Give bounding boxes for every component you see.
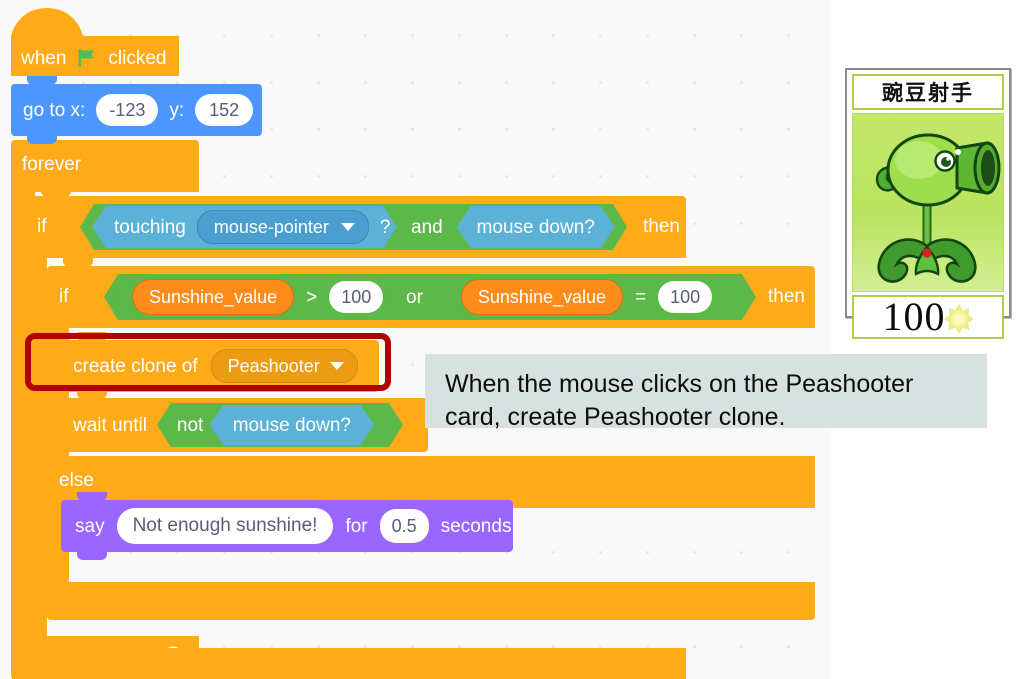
if-outer-notch [41, 188, 71, 197]
equals-block[interactable]: Sunshine_value = 100 [439, 276, 723, 318]
if-outer-label: if [37, 216, 47, 237]
if-inner-footer[interactable] [47, 582, 815, 620]
mouse-down-label: mouse down? [476, 216, 595, 238]
forever-label: forever [22, 154, 82, 175]
equals-symbol: = [635, 286, 647, 308]
sunshine-variable-right-label: Sunshine_value [477, 287, 607, 307]
goto-y-label: y: [169, 99, 185, 121]
create-clone-block[interactable]: create clone of Peashooter [61, 332, 379, 392]
greater-than-symbol: > [306, 286, 318, 308]
clicked-label: clicked [108, 47, 167, 69]
if-inner-notch [63, 258, 93, 267]
forever-header[interactable]: forever [11, 140, 199, 192]
go-to-xy-block[interactable]: go to x: -123 y: 152 [11, 76, 262, 144]
create-clone-notch-top [77, 332, 107, 341]
say-message-input[interactable]: Not enough sunshine! [116, 508, 334, 544]
wait-until-block[interactable]: wait until not mouse down? [61, 390, 428, 452]
say-block[interactable]: say Not enough sunshine! for 0.5 seconds [61, 492, 513, 560]
not-operator-block[interactable]: not mouse down? [157, 403, 403, 447]
say-label: say [75, 515, 105, 537]
when-label: when [21, 47, 67, 69]
peashooter-card[interactable]: 豌豆射手 [845, 68, 1011, 339]
and-label: and [411, 216, 443, 238]
or-label: or [406, 286, 423, 308]
greater-than-block[interactable]: Sunshine_value > 100 [112, 276, 390, 318]
touching-block[interactable]: touching mouse-pointer ? [92, 206, 397, 248]
goto-x-label: go to x: [23, 99, 86, 121]
if-inner-label: if [59, 286, 69, 307]
card-artwork [852, 113, 1004, 292]
say-notch-top [77, 492, 107, 501]
card-title-text: 豌豆射手 [882, 81, 974, 105]
hat-block-shape [11, 8, 179, 76]
say-notch-bottom [77, 551, 107, 560]
goto-y-input[interactable]: 152 [195, 94, 254, 126]
chevron-down-icon [341, 223, 355, 231]
say-for-label: for [345, 515, 368, 537]
wait-until-notch-top [77, 390, 107, 399]
if-outer-then-label: then [643, 216, 680, 237]
mouse-down-block[interactable]: mouse down? [457, 206, 615, 248]
green-flag-icon [75, 46, 99, 70]
goto-notch-top [27, 76, 57, 85]
if-outer-spine [25, 256, 47, 650]
annotation-callout: When the mouse clicks on the Peashooter … [425, 354, 987, 431]
sunshine-variable-left[interactable]: Sunshine_value [132, 279, 294, 315]
not-mouse-down-block[interactable]: mouse down? [209, 405, 374, 445]
create-clone-dropdown[interactable]: Peashooter [210, 349, 358, 383]
equals-value[interactable]: 100 [658, 281, 712, 313]
if-outer-footer[interactable] [25, 648, 686, 679]
card-cost-value: 100 [882, 294, 946, 339]
goto-notch-bottom [27, 135, 57, 144]
say-seconds-input[interactable]: 0.5 [379, 509, 429, 543]
if-inner-then-label: then [768, 286, 805, 307]
create-clone-dropdown-value: Peashooter [227, 356, 320, 376]
sunshine-variable-left-label: Sunshine_value [149, 287, 278, 307]
and-operator-block[interactable]: touching mouse-pointer ? and mouse down? [80, 204, 627, 250]
else-bar[interactable]: else [47, 456, 815, 508]
sun-icon [943, 304, 974, 334]
card-title-bar: 豌豆射手 [852, 74, 1004, 110]
scratch-workspace-canvas[interactable]: forever if then [0, 0, 831, 679]
touching-label: touching [114, 216, 186, 238]
when-flag-clicked-block[interactable]: when clicked [11, 6, 179, 80]
create-clone-label: create clone of [73, 355, 198, 377]
greater-than-value[interactable]: 100 [329, 281, 383, 313]
say-seconds-label: seconds [440, 515, 512, 537]
annotation-text: When the mouse clicks on the Peashooter … [445, 370, 914, 431]
goto-x-input[interactable]: -123 [96, 94, 159, 126]
touching-question: ? [379, 216, 391, 238]
touching-dropdown-value: mouse-pointer [213, 217, 329, 237]
sunshine-variable-right[interactable]: Sunshine_value [461, 279, 623, 315]
card-cost-bar: 100 [852, 295, 1004, 339]
or-operator-block[interactable]: Sunshine_value > 100 or Sunshine_value =… [104, 274, 756, 320]
chevron-down-icon [329, 362, 344, 370]
wait-until-label: wait until [73, 414, 147, 436]
touching-dropdown[interactable]: mouse-pointer [197, 210, 369, 244]
not-mouse-down-label: mouse down? [232, 414, 351, 436]
peashooter-icon [875, 133, 1001, 283]
else-label: else [59, 470, 94, 491]
not-label: not [176, 414, 204, 436]
